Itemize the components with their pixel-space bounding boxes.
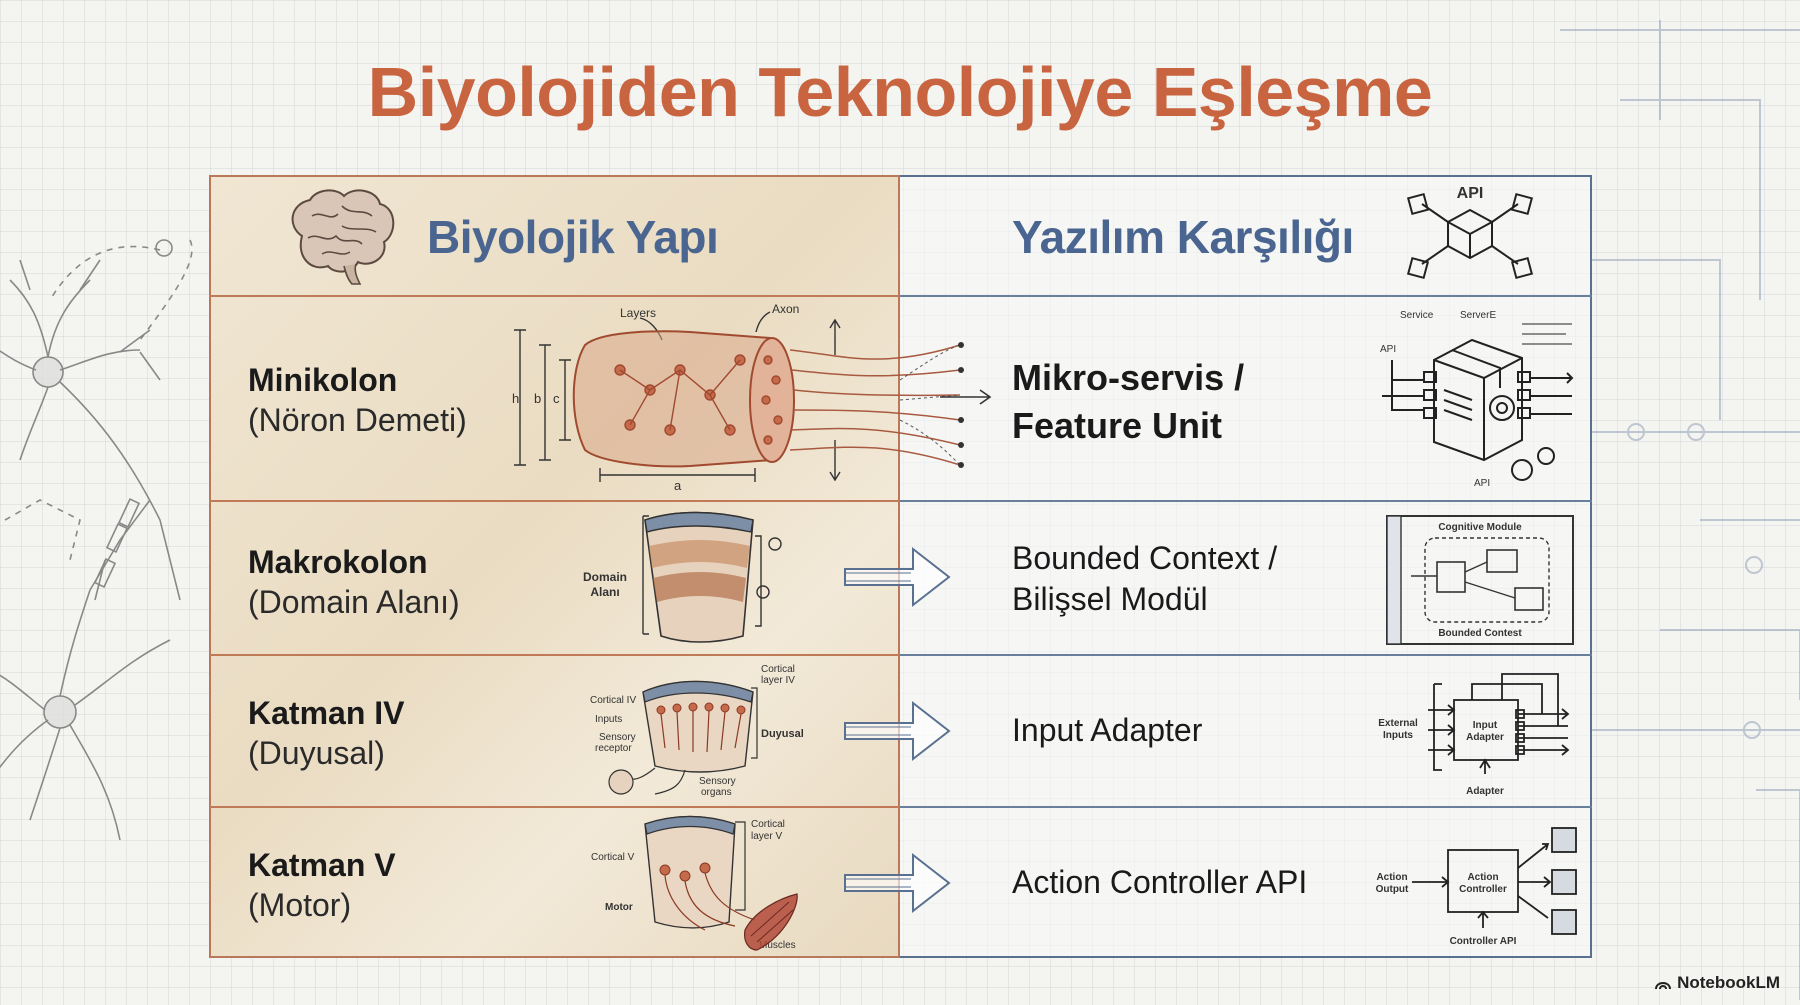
row-divider <box>900 806 1592 808</box>
row4-bio-sub: (Motor) <box>248 887 352 923</box>
api-top-label: API <box>1380 344 1396 355</box>
alani-label: Alanı <box>590 585 619 599</box>
biological-column <box>209 175 900 958</box>
external-inputs-label: Inputs <box>1383 730 1413 741</box>
row1-bio-sub: (Nöron Demeti) <box>248 402 467 438</box>
row-divider <box>209 654 900 656</box>
external-label: External <box>1378 718 1418 729</box>
domain-label: Domain <box>583 570 627 584</box>
cortical-v-label: Cortical V <box>591 852 635 863</box>
inputs-label: Inputs <box>595 714 622 725</box>
bounded-contest-label: Bounded Contest <box>1438 628 1522 639</box>
duyusal-label: Duyusal <box>761 728 804 740</box>
cortical-layer-v-icon: Cortical layer V Cortical V Motor Muscle… <box>591 815 798 951</box>
row2-bio-main: Makrokolon <box>248 544 428 580</box>
dim-h-label: h <box>512 391 519 406</box>
cognitive-module-label: Cognitive Module <box>1438 522 1522 533</box>
api-label: API <box>1457 185 1484 202</box>
motor-label: Motor <box>605 902 633 913</box>
microservice-box-icon: Service ServerE API API <box>1380 310 1574 489</box>
neuron-sketch-icon <box>0 239 193 841</box>
row-divider <box>209 806 900 808</box>
row3-biological-label: Katman IV (Duyusal) <box>248 693 404 773</box>
adapter-label: Adapter <box>1466 732 1504 743</box>
output-label: Output <box>1376 884 1409 895</box>
layers-label: Layers <box>620 306 656 320</box>
service-label: Service <box>1400 310 1434 321</box>
server-label: ServerE <box>1460 310 1496 321</box>
sensory-organs-label: Sensory <box>699 776 736 787</box>
action-output-label: Action <box>1376 872 1407 883</box>
row3-bio-sub: (Duyusal) <box>248 735 385 771</box>
row4-biological-label: Katman V (Motor) <box>248 845 396 925</box>
row4-software-label: Action Controller API <box>1012 864 1308 900</box>
row2-biological-label: Makrokolon (Domain Alanı) <box>248 542 460 622</box>
notebooklm-logo-icon <box>1655 982 1672 990</box>
hollow-arrow-icon <box>844 852 951 914</box>
hollow-arrow-icon <box>844 546 951 608</box>
row2-bio-sub: (Domain Alanı) <box>248 584 460 620</box>
row2-sw-line2: Bilişsel Modül <box>1012 581 1208 617</box>
blueprint-lines-icon <box>1560 20 1800 1000</box>
cortical-iv-label: Cortical IV <box>590 695 636 706</box>
row1-sw-line1: Mikro-servis / <box>1012 357 1245 398</box>
api-cube-icon: API <box>1406 185 1534 280</box>
row3-software-label: Input Adapter <box>1012 712 1203 748</box>
controller-label: Controller <box>1459 884 1507 895</box>
cortex-block-icon: Domain Alanı <box>583 511 782 643</box>
row2-sw-line1: Bounded Context / <box>1012 540 1278 576</box>
sensory-label: Sensory <box>599 732 636 743</box>
action-controller-icon: Action Output Action Controller Controll… <box>1376 827 1577 947</box>
hollow-arrow-icon <box>844 700 951 762</box>
neuron-bundle-icon: h b c a Layers Axon <box>512 302 992 493</box>
controller-api-label: Controller API <box>1450 936 1517 947</box>
organs-label: organs <box>701 787 732 798</box>
cortical-label: Cortical <box>761 664 795 675</box>
input-adapter-icon: External Inputs Input Adapter Adapter <box>1378 673 1570 797</box>
row-divider <box>900 500 1592 502</box>
row4-bio-main: Katman V <box>248 847 396 883</box>
bounded-context-icon: Cognitive Module Bounded Contest <box>1386 515 1574 645</box>
biological-header: Biyolojik Yapı <box>427 211 719 263</box>
brand-name: NotebookLM <box>1677 973 1780 992</box>
row2-software-label: Bounded Context / Bilişsel Modül <box>1012 538 1277 620</box>
row-divider <box>209 500 900 502</box>
dim-c-label: c <box>553 391 560 406</box>
adapter-bottom-label: Adapter <box>1466 786 1504 797</box>
software-header: Yazılım Karşılığı <box>1012 211 1354 263</box>
layer-v-label: layer V <box>751 831 782 842</box>
receptor-label: receptor <box>595 743 632 754</box>
cortical-layer-iv-icon: Cortical layer IV Cortical IV Inputs Sen… <box>590 664 804 798</box>
input-label: Input <box>1473 720 1498 731</box>
row-divider <box>900 654 1592 656</box>
row1-sw-line2: Feature Unit <box>1012 405 1223 446</box>
dim-b-label: b <box>534 391 541 406</box>
cortical-v-title-label: Cortical <box>751 819 785 830</box>
row-divider <box>900 295 1592 297</box>
muscles-label: Muscles <box>759 940 796 951</box>
layer-iv-label: layer IV <box>761 675 795 686</box>
dim-a-label: a <box>674 478 682 493</box>
row1-biological-label: Minikolon (Nöron Demeti) <box>248 360 467 440</box>
api-bottom-label: API <box>1474 478 1490 489</box>
axon-label: Axon <box>772 302 799 316</box>
row-divider <box>209 295 900 297</box>
brain-icon <box>291 189 395 285</box>
row1-bio-main: Minikolon <box>248 362 398 398</box>
row3-bio-main: Katman IV <box>248 695 405 731</box>
action-controller-label: Action <box>1467 872 1498 883</box>
page-title: Biyolojiden Teknolojiye Eşleşme <box>367 53 1433 131</box>
row1-software-label: Mikro-servis / Feature Unit <box>1012 354 1244 450</box>
brand-logo: NotebookLM <box>1654 973 1780 993</box>
